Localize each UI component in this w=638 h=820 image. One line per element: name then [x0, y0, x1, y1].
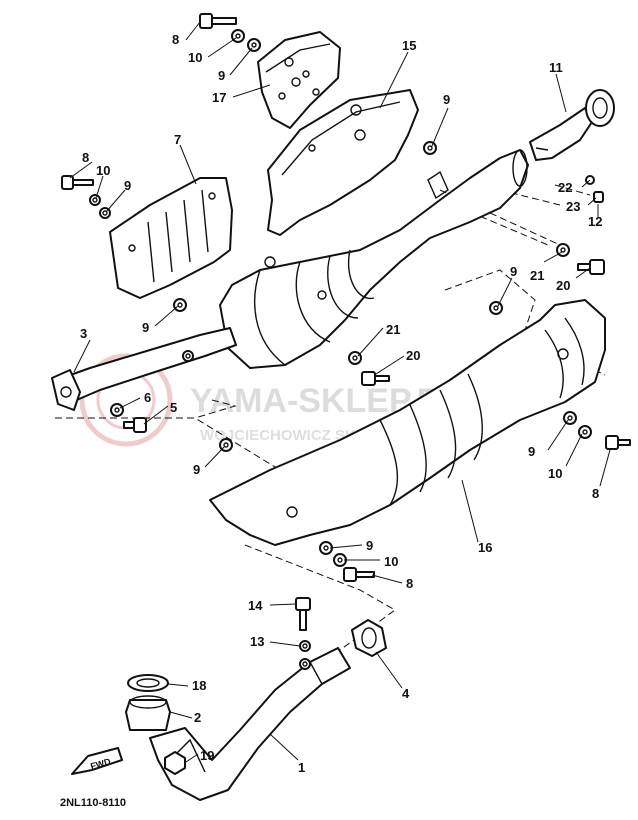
callout-6: 6 — [144, 390, 151, 405]
callout-9: 9 — [124, 178, 131, 193]
callout-8: 8 — [82, 150, 89, 165]
callout-13: 13 — [250, 634, 264, 649]
gasket-18 — [127, 674, 169, 692]
callout-10: 10 — [188, 50, 202, 65]
callout-9: 9 — [528, 444, 535, 459]
callout-1: 1 — [298, 760, 305, 775]
callout-8: 8 — [172, 32, 179, 47]
muffler — [219, 149, 529, 369]
callout-3: 3 — [80, 326, 87, 341]
bracket-15 — [267, 89, 419, 236]
watermark-logo — [79, 353, 173, 447]
callout-14: 14 — [248, 598, 263, 613]
forward-arrow-icon: FWD — [71, 747, 123, 775]
exhaust-pipe-1 — [149, 647, 351, 801]
callout-9: 9 — [193, 462, 200, 477]
callout-9: 9 — [443, 92, 450, 107]
heat-shield-17 — [257, 31, 341, 129]
callout-7: 7 — [174, 132, 181, 147]
callout-9: 9 — [218, 68, 225, 83]
callouts: 8 10 9 17 15 9 11 7 8 10 9 22 23 12 21 2… — [80, 32, 602, 775]
callout-22: 22 — [558, 180, 572, 195]
callout-12: 12 — [588, 214, 602, 229]
washers — [89, 29, 595, 670]
callout-10: 10 — [96, 163, 110, 178]
callout-5: 5 — [170, 400, 177, 415]
callout-18: 18 — [192, 678, 206, 693]
callout-15: 15 — [402, 38, 416, 53]
callout-10: 10 — [548, 466, 562, 481]
callout-23: 23 — [566, 199, 580, 214]
bolt-8-lower — [343, 567, 375, 582]
callout-21: 21 — [530, 268, 544, 283]
bolt-8-right — [605, 435, 631, 450]
bolt-8-top — [199, 13, 237, 29]
callout-9: 9 — [142, 320, 149, 335]
bolts — [61, 13, 631, 631]
pipe-3 — [51, 327, 237, 411]
bolt-20-upper — [577, 259, 605, 275]
callout-2: 2 — [194, 710, 201, 725]
nut-19 — [164, 751, 186, 775]
joint-2 — [125, 695, 171, 731]
callout-4: 4 — [402, 686, 410, 701]
heat-shield-7 — [109, 177, 233, 299]
bolt-20-lower — [361, 371, 390, 386]
callout-17: 17 — [212, 90, 226, 105]
bolt-8-left — [61, 175, 94, 190]
callout-19: 19 — [200, 748, 214, 763]
callout-20: 20 — [556, 278, 570, 293]
callout-8: 8 — [406, 576, 413, 591]
tail-pipe-11 — [529, 89, 615, 161]
protector-16 — [209, 299, 606, 546]
screw-12 — [593, 191, 604, 203]
drawing-code: 2NL110-8110 — [60, 797, 126, 809]
callout-21: 21 — [386, 322, 400, 337]
callout-9: 9 — [510, 264, 517, 279]
gasket-4 — [351, 619, 387, 657]
callout-9: 9 — [366, 538, 373, 553]
bolt-5 — [123, 417, 147, 433]
bolt-14 — [295, 597, 311, 631]
callout-16: 16 — [478, 540, 492, 555]
leader-lines — [69, 21, 611, 763]
callout-10: 10 — [384, 554, 398, 569]
callout-11: 11 — [549, 60, 563, 75]
callout-20: 20 — [406, 348, 420, 363]
callout-8: 8 — [592, 486, 599, 501]
